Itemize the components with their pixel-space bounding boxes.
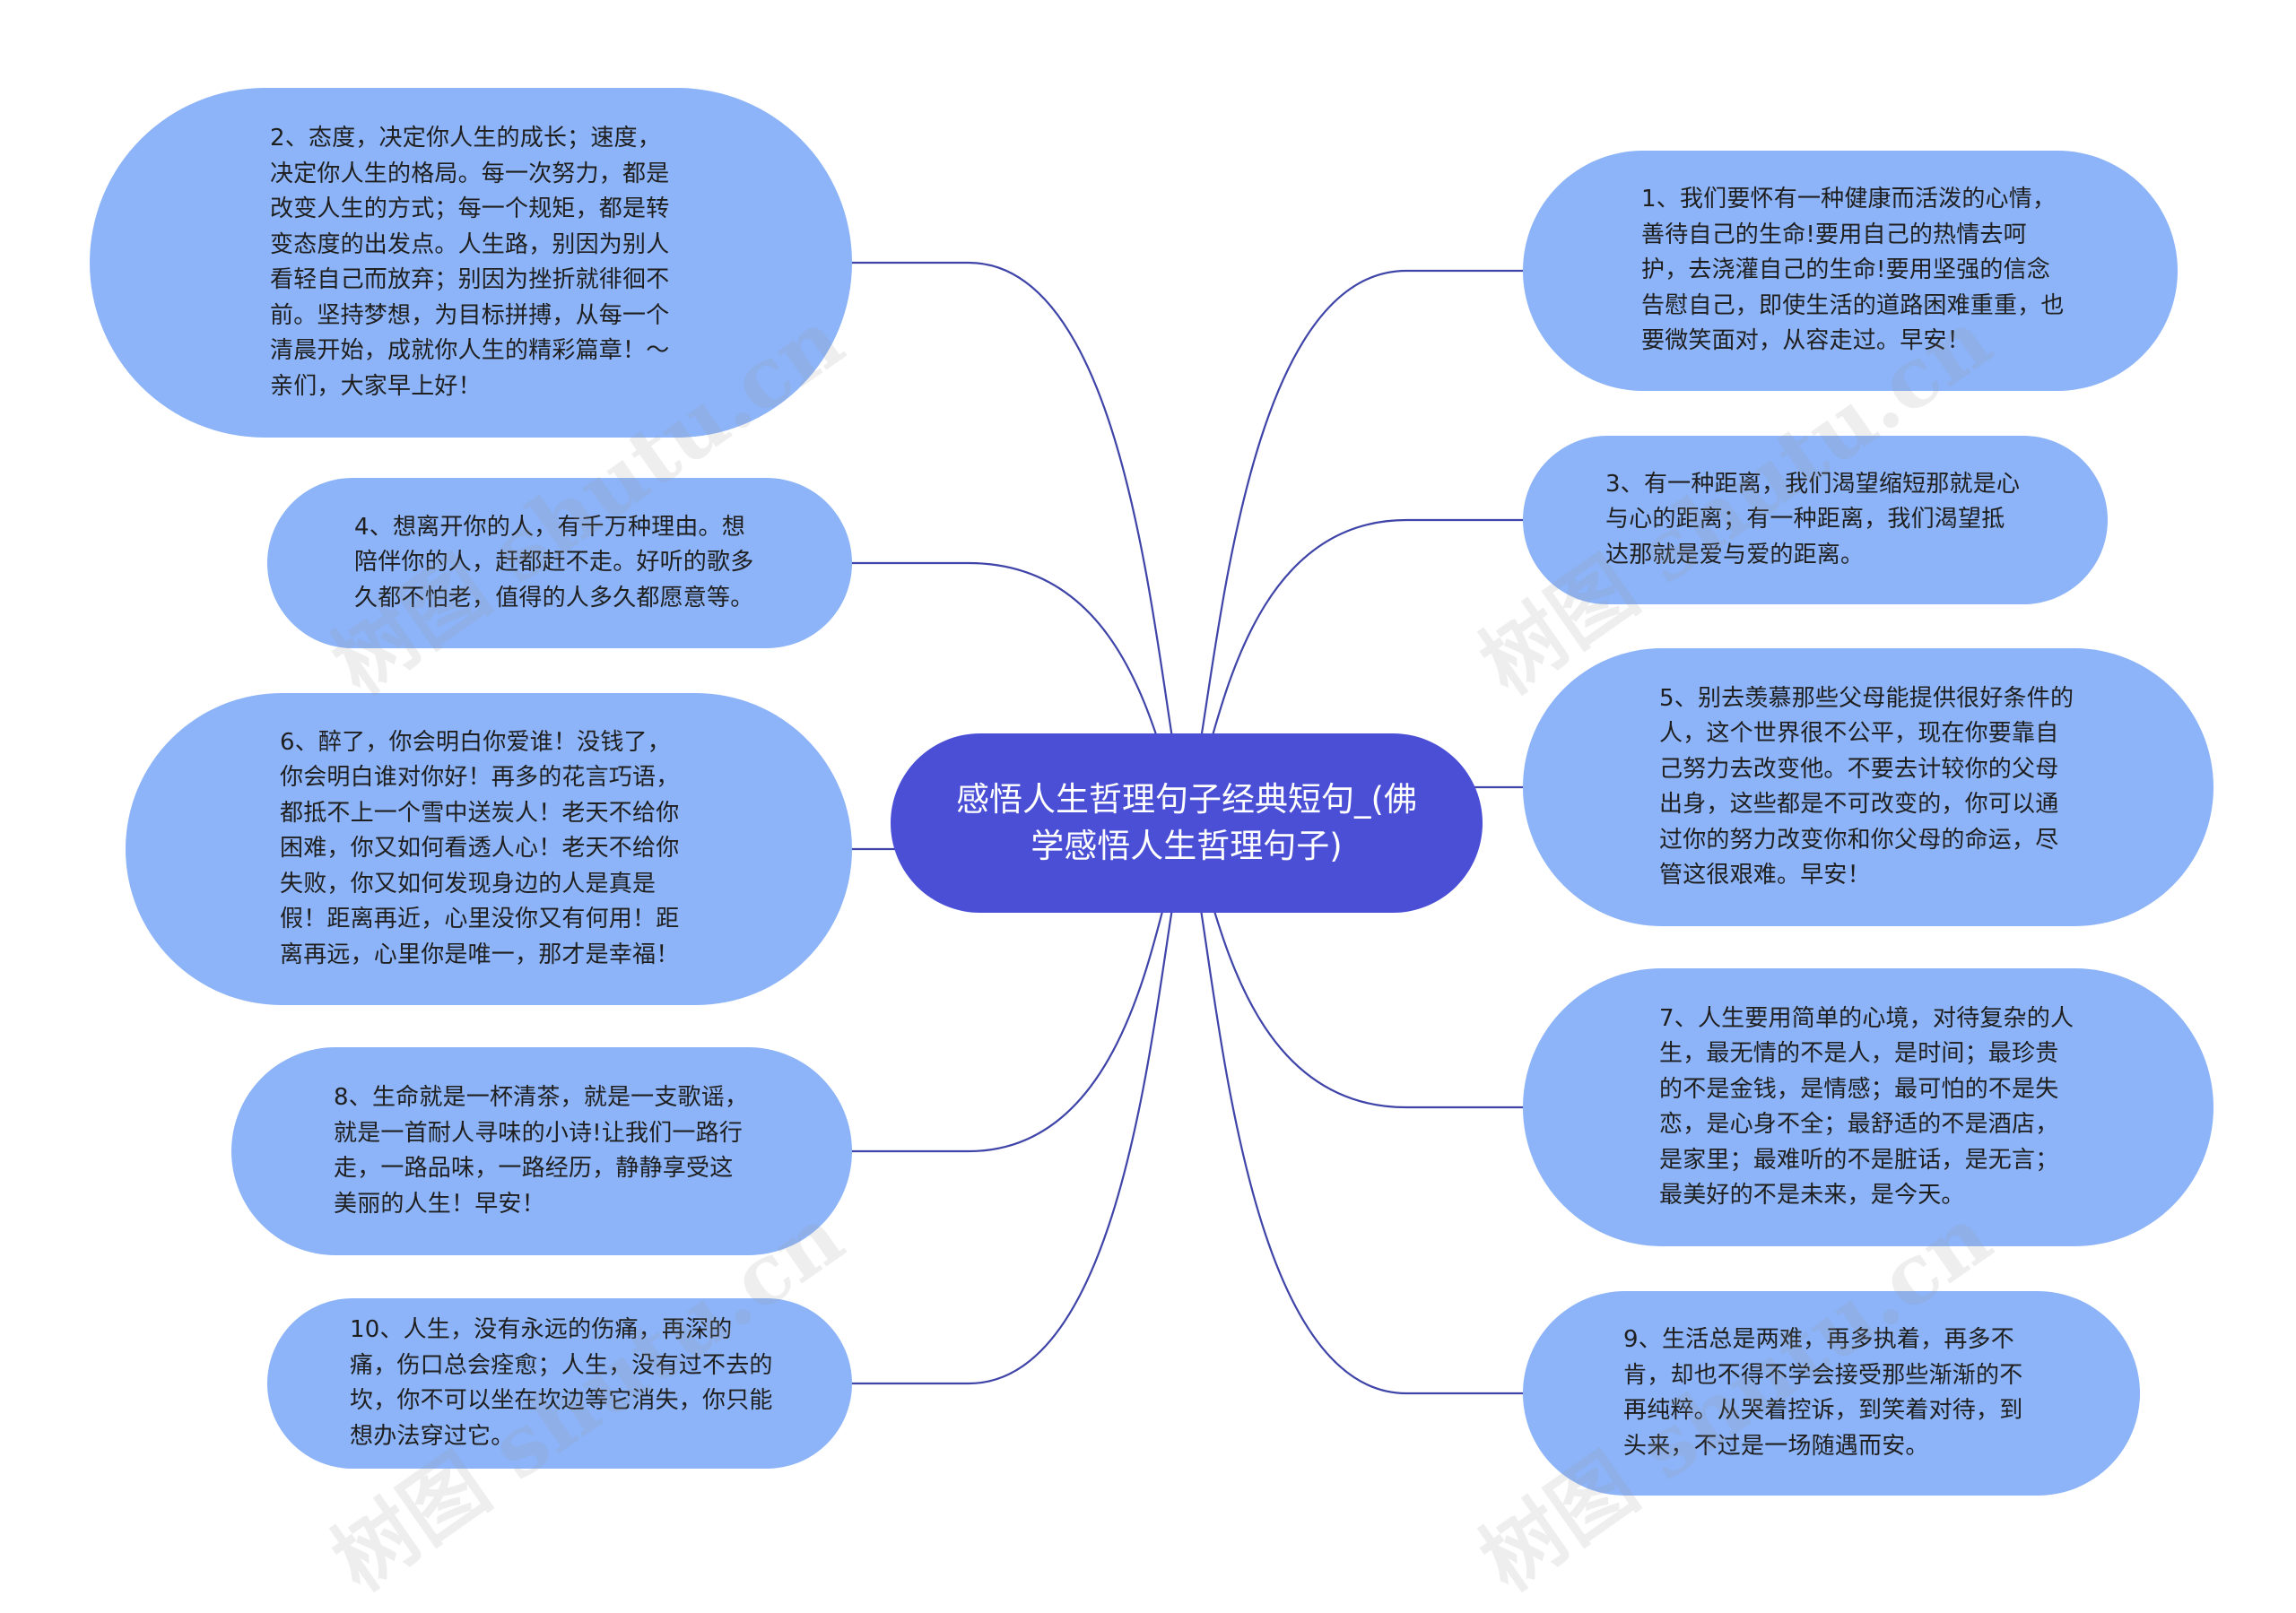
branch-node-3-text: 3、有一种距离，我们渴望缩短那就是心与心的距离；有一种距离，我们渴望抵达那就是爱… — [1605, 470, 2021, 568]
branch-node-4-text: 4、想离开你的人，有千万种理由。想陪伴你的人，赶都赶不走。好听的歌多久都不怕老，… — [354, 513, 754, 611]
branch-node-9-text: 9、生活总是两难，再多执着，再多不肯，却也不得不学会接受那些渐渐的不再纯粹。从哭… — [1623, 1326, 2023, 1460]
branch-node-6-text: 6、醉了，你会明白你爱谁！没钱了，你会明白谁对你好！再多的花言巧语，都抵不上一个… — [280, 728, 680, 968]
branch-node-6[interactable]: 6、醉了，你会明白你爱谁！没钱了，你会明白谁对你好！再多的花言巧语，都抵不上一个… — [126, 693, 852, 1005]
root-topic[interactable]: 感悟人生哲理句子经典短句_(佛学感悟人生哲理句子) — [891, 733, 1483, 913]
branch-node-7-text: 7、人生要用简单的心境，对待复杂的人生，最无情的不是人，是时间；最珍贵的不是金钱… — [1659, 1004, 2074, 1210]
branch-node-1-text: 1、我们要怀有一种健康而活泼的心情，善待自己的生命!要用自己的热情去呵护，去浇灌… — [1641, 186, 2065, 355]
branch-node-5[interactable]: 5、别去羡慕那些父母能提供很好条件的人，这个世界很不公平，现在你要靠自己努力去改… — [1523, 648, 2213, 926]
branch-node-9[interactable]: 9、生活总是两难，再多执着，再多不肯，却也不得不学会接受那些渐渐的不再纯粹。从哭… — [1523, 1291, 2140, 1496]
branch-node-8-text: 8、生命就是一杯清茶，就是一支歌谣，就是一首耐人寻味的小诗!让我们一路行走，一路… — [334, 1084, 749, 1218]
branch-node-8[interactable]: 8、生命就是一杯清茶，就是一支歌谣，就是一首耐人寻味的小诗!让我们一路行走，一路… — [231, 1047, 852, 1255]
branch-node-3[interactable]: 3、有一种距离，我们渴望缩短那就是心与心的距离；有一种距离，我们渴望抵达那就是爱… — [1523, 436, 2108, 604]
branch-node-10-text: 10、人生，没有永远的伤痛，再深的痛，伤口总会痊愈；人生，没有过不去的坎，你不可… — [350, 1316, 773, 1450]
branch-node-2-text: 2、态度，决定你人生的成长；速度，决定你人生的格局。每一次努力，都是改变人生的方… — [270, 125, 670, 400]
branch-node-10[interactable]: 10、人生，没有永远的伤痛，再深的痛，伤口总会痊愈；人生，没有过不去的坎，你不可… — [267, 1298, 852, 1469]
mind-map-canvas: 2、态度，决定你人生的成长；速度，决定你人生的格局。每一次努力，都是改变人生的方… — [90, 88, 2213, 1609]
branch-node-5-text: 5、别去羡慕那些父母能提供很好条件的人，这个世界很不公平，现在你要靠自己努力去改… — [1659, 684, 2074, 889]
branch-node-2[interactable]: 2、态度，决定你人生的成长；速度，决定你人生的格局。每一次努力，都是改变人生的方… — [90, 88, 852, 438]
root-topic-text: 感悟人生哲理句子经典短句_(佛学感悟人生哲理句子) — [956, 780, 1417, 865]
branch-node-7[interactable]: 7、人生要用简单的心境，对待复杂的人生，最无情的不是人，是时间；最珍贵的不是金钱… — [1523, 968, 2213, 1246]
branch-node-1[interactable]: 1、我们要怀有一种健康而活泼的心情，善待自己的生命!要用自己的热情去呵护，去浇灌… — [1523, 151, 2178, 391]
branch-node-4[interactable]: 4、想离开你的人，有千万种理由。想陪伴你的人，赶都赶不走。好听的歌多久都不怕老，… — [267, 478, 852, 648]
